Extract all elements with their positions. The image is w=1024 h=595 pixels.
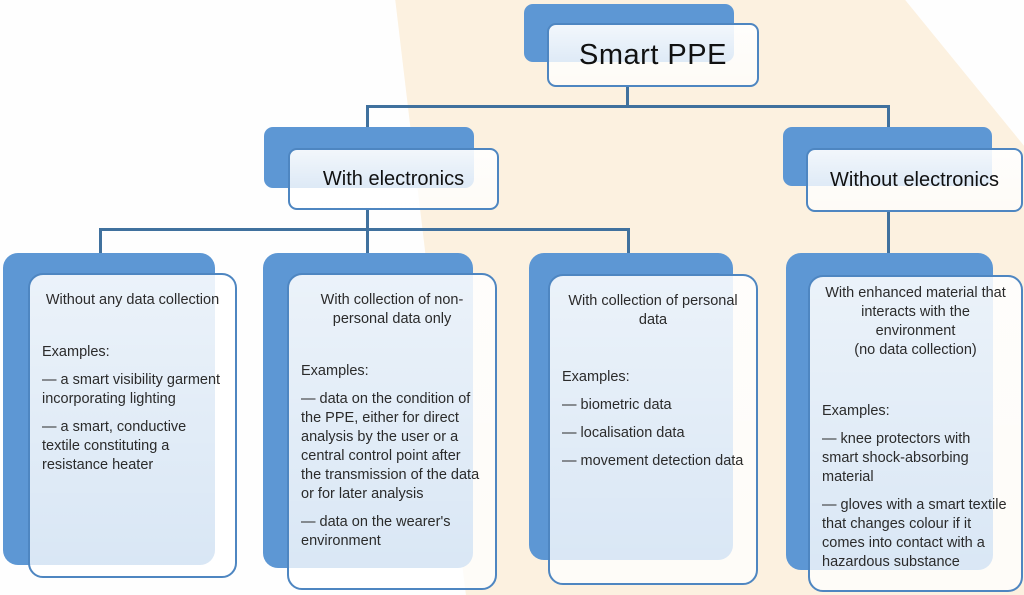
example-item: — knee protectors with smart shock-absor… — [822, 431, 971, 485]
examples-label: Examples: — [42, 344, 110, 360]
connector-drop-leaf1 — [99, 228, 102, 254]
example-item: — data on the condition of the PPE, eith… — [301, 391, 480, 502]
leaf-non-personal-data: With collection of non-personal data onl… — [287, 273, 497, 590]
leaf-header: With collection of personal data — [568, 293, 738, 328]
example-item: — movement detection data — [562, 453, 744, 469]
leaf-subheader: (no data collection) — [854, 342, 977, 358]
connector-root-stem — [626, 87, 629, 108]
branch-without-electronics: Without electronics — [806, 148, 1023, 212]
example-item: — data on the wearer's environment — [301, 514, 451, 549]
connector-without-stem — [887, 212, 890, 254]
leaf-enhanced-material: With enhanced material that interacts wi… — [808, 275, 1023, 592]
example-item: — a smart, conductive textile constituti… — [42, 419, 187, 473]
leaf-header: With collection of non-personal data onl… — [320, 292, 464, 327]
example-item: — biometric data — [562, 397, 672, 413]
example-item: — a smart visibility garment incorporati… — [42, 372, 221, 407]
connector-drop-without — [887, 105, 890, 129]
branch-with-electronics-label: With electronics — [322, 167, 465, 190]
examples-label: Examples: — [822, 403, 890, 419]
example-item: — gloves with a smart textile that chang… — [822, 497, 1007, 570]
example-item: — localisation data — [562, 425, 685, 441]
root-node: Smart PPE — [547, 23, 759, 87]
connector-level2-hbar — [99, 228, 630, 231]
leaf-personal-data: With collection of personal data Example… — [548, 274, 758, 585]
connector-drop-leaf3 — [627, 228, 630, 254]
examples-label: Examples: — [301, 363, 369, 379]
root-label: Smart PPE — [579, 38, 727, 71]
examples-label: Examples: — [562, 369, 630, 385]
leaf-header: With enhanced material that interacts wi… — [825, 285, 1006, 339]
branch-without-electronics-label: Without electronics — [830, 168, 999, 191]
leaf-no-data-collection: Without any data collection Examples: — … — [28, 273, 237, 578]
connector-drop-with — [366, 105, 369, 129]
leaf-header: Without any data collection — [45, 292, 220, 308]
branch-with-electronics: With electronics — [288, 148, 499, 210]
connector-with-stem — [366, 210, 369, 254]
connector-level1-hbar — [366, 105, 890, 108]
